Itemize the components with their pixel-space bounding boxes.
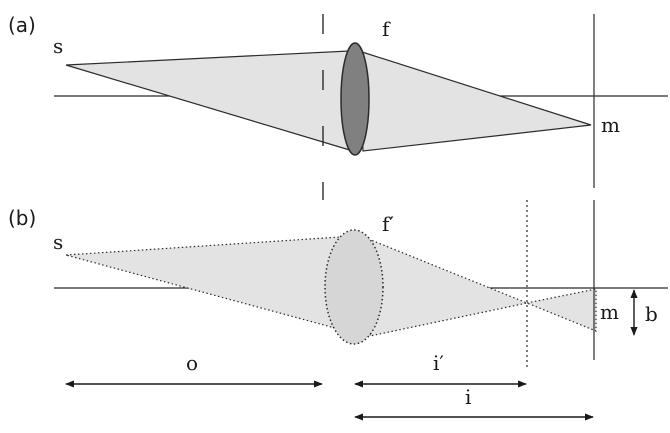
lens-label-f: f [382,17,391,41]
image-label-a: m [601,113,620,137]
source-label-a: s [53,34,63,58]
panel-b: (b) s f′ m b [8,200,668,367]
panel-a: (a) s f m [8,13,668,200]
lens-f [340,42,370,156]
new-image-distance-label: i′ [433,351,444,375]
image-label-b: m [600,300,619,324]
distance-dimensions: o i′ i [65,351,594,421]
incoming-ray-cone-b [65,236,347,332]
outgoing-ray-cone-a [358,50,592,152]
lens-f-prime [324,229,384,345]
image-distance-label: i [465,385,471,409]
object-distance-label: o [186,351,198,375]
incoming-ray-cone-a [65,50,354,152]
diverging-blur-cone-b [524,288,597,332]
source-label-b: s [53,230,63,254]
outgoing-ray-cone-b [365,237,530,337]
panel-b-label: (b) [8,206,36,230]
blur-label-b: b [645,302,658,326]
lens-label-f-prime: f′ [382,212,394,236]
panel-a-label: (a) [8,13,36,37]
